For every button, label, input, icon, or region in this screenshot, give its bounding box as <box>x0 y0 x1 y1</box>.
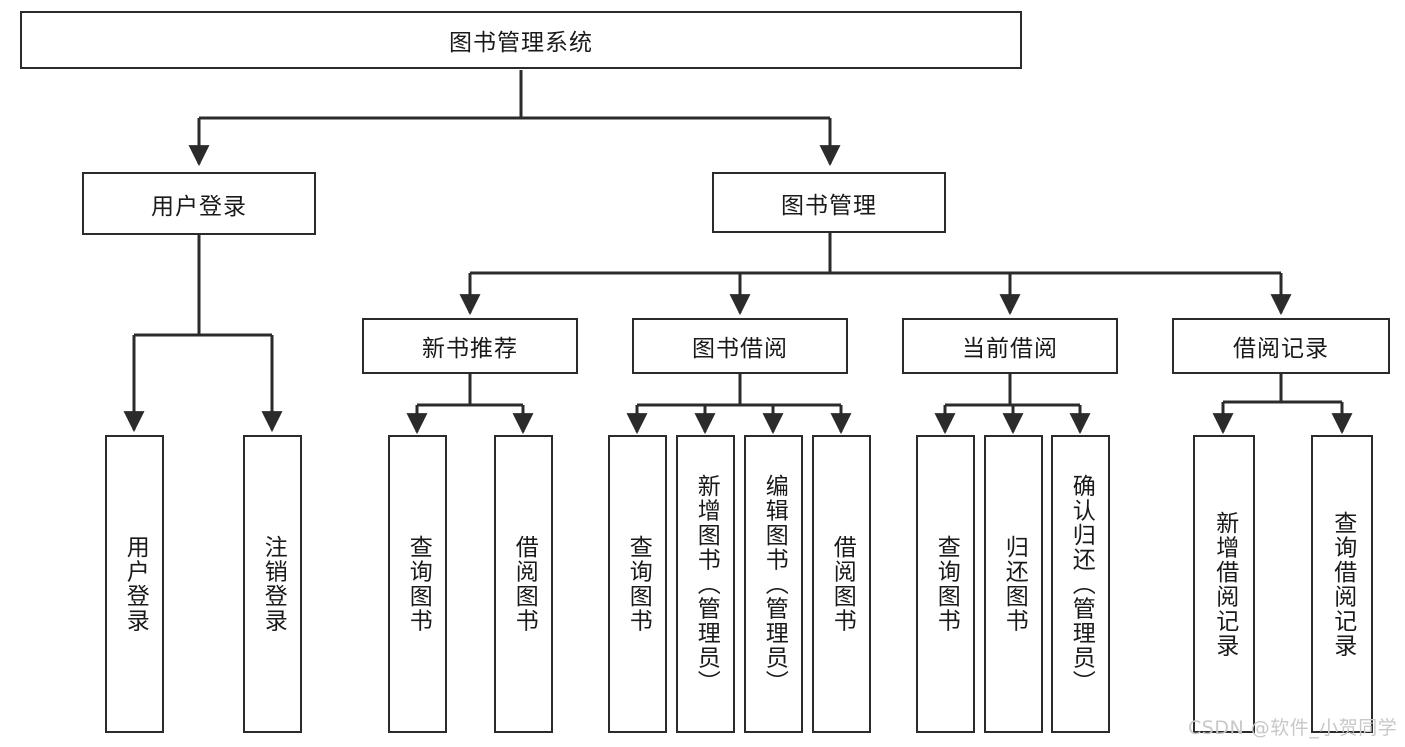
leaf-user-login-signin[interactable]: 用户登录 <box>105 435 164 733</box>
node-label: 借阅图书 <box>829 535 856 633</box>
node-book-management[interactable]: 图书管理 <box>712 172 946 233</box>
leaf-record-query-record[interactable]: 查询借阅记录 <box>1311 435 1373 733</box>
node-root-system[interactable]: 图书管理系统 <box>20 11 1022 69</box>
node-label: 新书推荐 <box>422 336 518 362</box>
leaf-current-confirm-return-admin[interactable]: 确认归还（管理员） <box>1051 435 1110 733</box>
leaf-recommend-borrow-book[interactable]: 借阅图书 <box>494 435 553 733</box>
csdn-watermark: CSDN @软件_小贺同学 <box>1188 717 1398 739</box>
node-label: 查询图书 <box>625 535 652 633</box>
leaf-borrow-add-book-admin[interactable]: 新增图书（管理员） <box>676 435 735 733</box>
leaf-current-return-book[interactable]: 归还图书 <box>984 435 1043 733</box>
node-label: 用户登录 <box>151 193 247 220</box>
node-label: 查询图书 <box>933 535 960 633</box>
node-label: 图书借阅 <box>692 336 788 362</box>
node-label: 新增图书（管理员） <box>693 473 720 695</box>
node-label: 新增借阅记录 <box>1211 510 1238 658</box>
leaf-record-add-record[interactable]: 新增借阅记录 <box>1193 435 1255 733</box>
leaf-current-query-book[interactable]: 查询图书 <box>916 435 975 733</box>
leaf-borrow-query-book[interactable]: 查询图书 <box>608 435 667 733</box>
node-label: 查询借阅记录 <box>1329 510 1356 658</box>
node-label: 编辑图书（管理员） <box>761 473 788 695</box>
node-label: 图书管理系统 <box>449 30 593 56</box>
node-label: 归还图书 <box>1001 535 1028 633</box>
node-label: 借阅记录 <box>1233 336 1329 362</box>
node-book-borrow[interactable]: 图书借阅 <box>632 318 848 374</box>
leaf-user-login-signout[interactable]: 注销登录 <box>243 435 302 733</box>
node-label: 用户登录 <box>122 535 149 633</box>
leaf-borrow-borrow-book[interactable]: 借阅图书 <box>812 435 871 733</box>
node-label: 当前借阅 <box>962 336 1058 362</box>
node-new-book-recommend[interactable]: 新书推荐 <box>362 318 578 374</box>
node-label: 借阅图书 <box>511 535 538 633</box>
node-current-borrow[interactable]: 当前借阅 <box>902 318 1118 374</box>
node-label: 确认归还（管理员） <box>1068 473 1095 695</box>
node-label: 注销登录 <box>260 535 287 633</box>
node-borrow-record[interactable]: 借阅记录 <box>1172 318 1390 374</box>
node-label: 图书管理 <box>781 192 877 219</box>
leaf-borrow-edit-book-admin[interactable]: 编辑图书（管理员） <box>744 435 803 733</box>
leaf-recommend-query-book[interactable]: 查询图书 <box>388 435 447 733</box>
node-label: 查询图书 <box>405 535 432 633</box>
node-user-login[interactable]: 用户登录 <box>82 172 316 235</box>
